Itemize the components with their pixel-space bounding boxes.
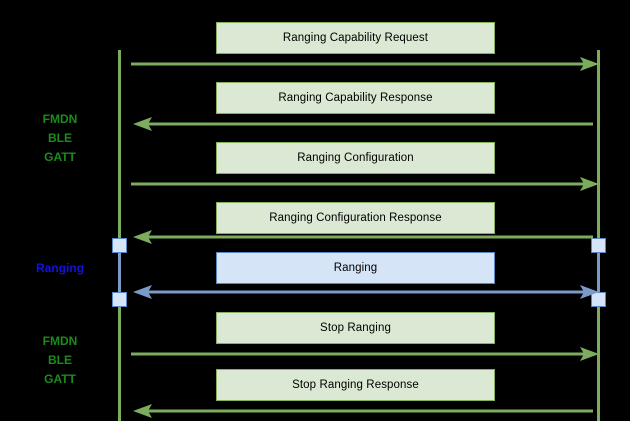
message-label: Ranging Configuration bbox=[297, 152, 414, 164]
left-lifeline-green-top bbox=[118, 50, 121, 242]
message-label: Ranging Capability Request bbox=[282, 32, 429, 44]
message-box-ranging-configuration-response: Ranging Configuration Response bbox=[216, 202, 495, 234]
message-arrow-right-6 bbox=[131, 347, 599, 361]
message-box-ranging-capability-request: Ranging Capability Request bbox=[216, 22, 495, 54]
message-label: Ranging bbox=[333, 262, 378, 274]
phase-label-ranging: Ranging bbox=[36, 261, 84, 275]
message-box-ranging: Ranging bbox=[216, 252, 495, 284]
left-lifeline-blue-ranging bbox=[118, 244, 121, 296]
message-label: Stop Ranging bbox=[320, 322, 391, 334]
message-label: Ranging Configuration Response bbox=[269, 212, 442, 224]
message-label: Stop Ranging Response bbox=[292, 379, 419, 391]
message-arrow-right-1 bbox=[131, 57, 599, 71]
left-lifeline-green-bottom bbox=[118, 296, 121, 421]
phase-label-fmdn-ble-gatt-top: FMDN BLE GATT bbox=[42, 112, 78, 164]
message-arrow-right-3 bbox=[131, 177, 599, 191]
message-arrow-left-4 bbox=[133, 230, 593, 244]
message-box-ranging-capability-response: Ranging Capability Response bbox=[216, 82, 495, 114]
right-lifeline-blue-ranging bbox=[597, 244, 600, 296]
message-box-stop-ranging: Stop Ranging bbox=[216, 312, 495, 344]
right-lifeline-green-bottom bbox=[597, 296, 600, 421]
right-lifeline-green-top bbox=[597, 50, 600, 242]
activation-left-start bbox=[112, 238, 127, 253]
activation-right-start bbox=[591, 238, 606, 253]
message-arrow-left-2 bbox=[133, 117, 593, 131]
message-arrow-bidirectional-ranging bbox=[133, 285, 599, 299]
activation-right-end bbox=[591, 292, 606, 307]
message-arrow-left-7 bbox=[133, 404, 593, 418]
message-box-stop-ranging-response: Stop Ranging Response bbox=[216, 369, 495, 401]
activation-left-end bbox=[112, 292, 127, 307]
message-label: Ranging Capability Response bbox=[278, 92, 433, 104]
phase-label-fmdn-ble-gatt-bottom: FMDN BLE GATT bbox=[42, 334, 78, 386]
message-box-ranging-configuration: Ranging Configuration bbox=[216, 142, 495, 174]
